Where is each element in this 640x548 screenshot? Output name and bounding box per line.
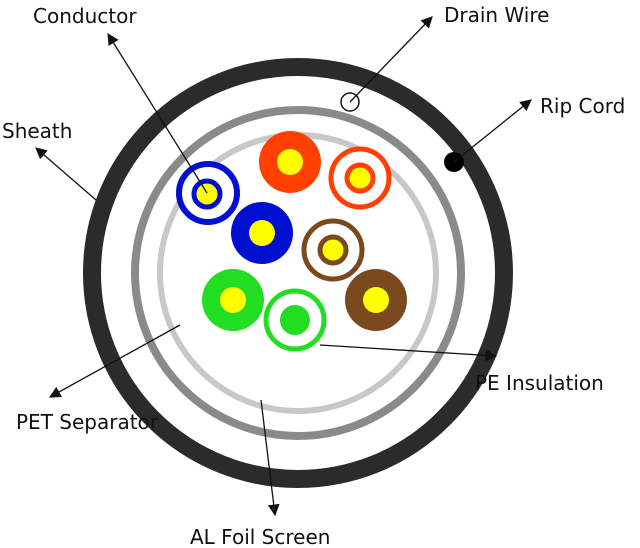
wire-blue-white	[176, 161, 240, 225]
wire-green-white	[263, 288, 327, 352]
al-foil-ring	[131, 106, 465, 440]
wire-blue	[231, 202, 293, 264]
wire-orange	[259, 131, 321, 193]
pet-separator-arrow	[48, 324, 181, 398]
sheath-ring	[83, 58, 513, 488]
wire-orange-white	[328, 146, 392, 210]
label-pe-insulation: PE Insulation	[475, 371, 604, 395]
wire-green	[202, 269, 264, 331]
sheath-arrow	[35, 147, 97, 201]
label-sheath: Sheath	[2, 119, 72, 143]
label-al-foil-screen: AL Foil Screen	[190, 525, 330, 548]
drain-wire-arrow	[349, 16, 433, 103]
wire-brown	[345, 269, 407, 331]
conductor-arrow	[107, 33, 208, 194]
label-pet-separator: PET Separator	[16, 410, 159, 434]
label-drain-wire: Drain Wire	[444, 3, 549, 27]
al-foil-arrow	[260, 399, 280, 517]
label-rip-cord: Rip Cord	[540, 94, 625, 118]
wire-brown-white	[301, 218, 365, 282]
rip-cord-arrow	[453, 99, 532, 163]
pe-insulation-arrow	[319, 344, 498, 362]
label-conductor: Conductor	[33, 4, 137, 28]
